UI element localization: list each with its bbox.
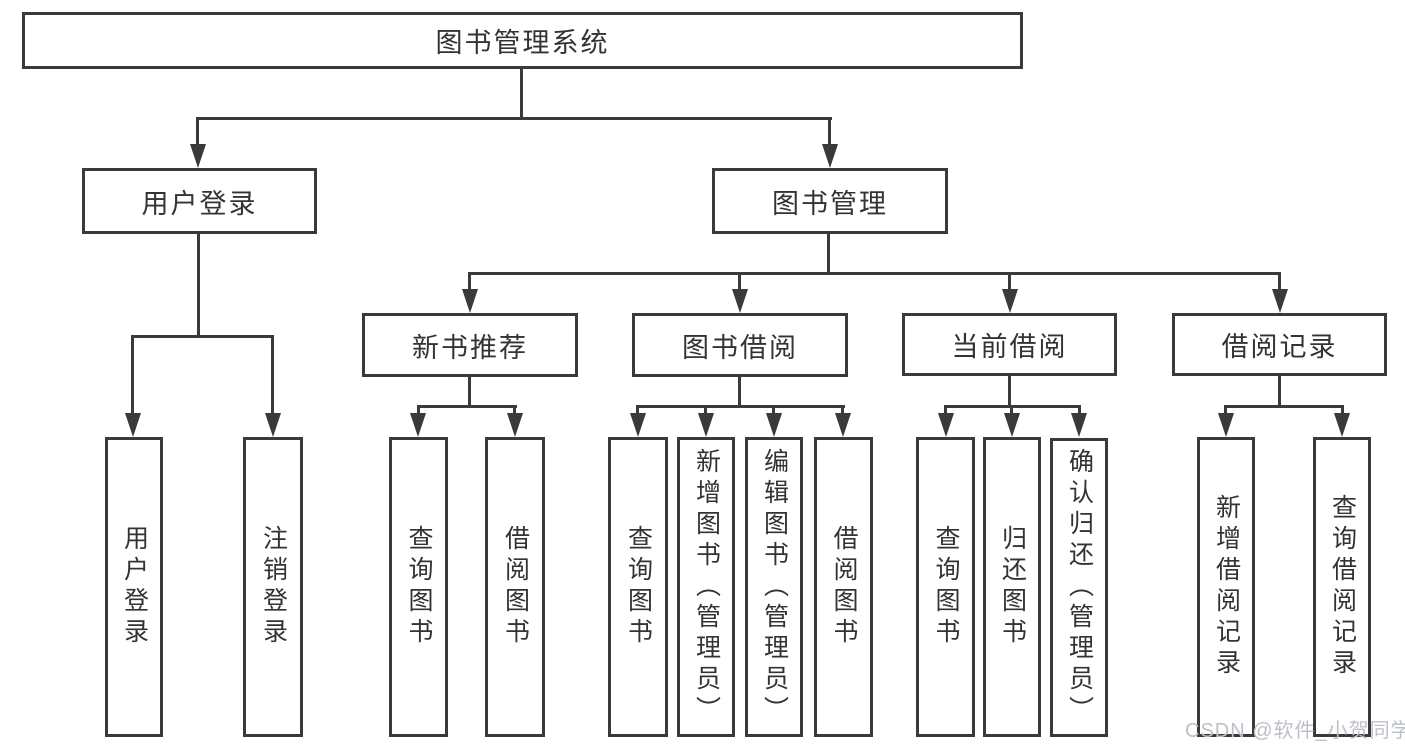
connector-line <box>468 272 1281 275</box>
leaf-confirm-return-admin: 确认归还（管理员） <box>1050 438 1108 737</box>
node-label: 借阅记录 <box>1221 332 1338 362</box>
arrow-down-icon <box>265 413 281 437</box>
arrow-down-icon <box>462 289 478 313</box>
arrow-down-icon <box>766 413 782 437</box>
connector-line <box>468 377 471 408</box>
node-book-management: 图书管理 <box>712 168 948 234</box>
arrow-down-icon <box>1002 289 1018 313</box>
connector-line <box>1010 405 1013 417</box>
leaf-query-book-borrow: 查询图书 <box>608 437 668 737</box>
arrow-down-icon <box>732 289 748 313</box>
node-label: 查询图书 <box>624 525 653 649</box>
node-label: 新增图书（管理员） <box>692 447 721 727</box>
leaf-query-borrow-record: 查询借阅记录 <box>1313 437 1371 737</box>
node-label: 查询借阅记录 <box>1328 494 1357 680</box>
arrow-down-icon <box>698 413 714 437</box>
connector-line <box>704 405 707 417</box>
leaf-query-book-recommend: 查询图书 <box>389 437 448 737</box>
node-label: 确认归还（管理员） <box>1065 448 1094 727</box>
arrow-down-icon <box>822 144 838 168</box>
connector-line <box>197 233 200 338</box>
connector-line <box>417 405 517 408</box>
connector-line <box>131 335 274 338</box>
node-borrow-records: 借阅记录 <box>1172 313 1387 376</box>
arrow-down-icon <box>835 413 851 437</box>
node-label: 图书管理 <box>772 188 888 219</box>
connector-line <box>1278 272 1281 294</box>
leaf-add-borrow-record: 新增借阅记录 <box>1197 437 1255 737</box>
arrow-down-icon <box>1218 413 1234 437</box>
arrow-down-icon <box>125 413 141 437</box>
node-user-login: 用户登录 <box>82 168 317 234</box>
leaf-return-book: 归还图书 <box>983 437 1041 737</box>
connector-line <box>1341 405 1344 417</box>
node-book-borrow: 图书借阅 <box>632 313 848 377</box>
connector-line <box>131 335 134 415</box>
arrow-down-icon <box>630 413 646 437</box>
node-label: 归还图书 <box>998 525 1027 649</box>
connector-line <box>738 272 741 294</box>
connector-line <box>1008 272 1011 294</box>
arrow-down-icon <box>1004 413 1020 437</box>
node-root: 图书管理系统 <box>22 12 1023 69</box>
arrow-down-icon <box>1334 413 1350 437</box>
node-label: 图书管理系统 <box>435 28 610 58</box>
connector-line <box>1224 405 1344 408</box>
node-label: 当前借阅 <box>951 332 1068 362</box>
arrow-down-icon <box>1272 289 1288 313</box>
arrow-down-icon <box>507 413 523 437</box>
arrow-down-icon <box>410 413 426 437</box>
node-current-borrow: 当前借阅 <box>902 313 1117 376</box>
connector-line <box>417 405 420 417</box>
connector-line <box>468 272 471 294</box>
connector-line <box>271 335 274 415</box>
connector-line <box>196 117 832 120</box>
connector-line <box>827 233 830 275</box>
node-label: 借阅图书 <box>501 525 530 649</box>
leaf-edit-book-admin: 编辑图书（管理员） <box>745 437 803 737</box>
arrow-down-icon <box>190 144 206 168</box>
node-label: 编辑图书（管理员） <box>760 447 789 727</box>
csdn-watermark: CSDN @软件_小贺同学 <box>1185 720 1405 742</box>
node-label: 新增借阅记录 <box>1212 494 1241 680</box>
node-label: 新书推荐 <box>412 332 528 363</box>
connector-line <box>1008 376 1011 408</box>
connector-line <box>1224 405 1227 417</box>
connector-line <box>196 117 199 147</box>
arrow-down-icon <box>938 413 954 437</box>
node-label: 用户登录 <box>141 188 258 219</box>
connector-line <box>1078 405 1081 417</box>
connector-line <box>1278 376 1281 408</box>
leaf-borrow-book: 借阅图书 <box>814 437 873 737</box>
node-label: 查询图书 <box>405 525 433 649</box>
connector-line <box>738 377 741 408</box>
connector-line <box>513 405 516 417</box>
leaf-user-login: 用户登录 <box>105 437 163 737</box>
node-label: 图书借阅 <box>682 332 798 363</box>
leaf-add-book-admin: 新增图书（管理员） <box>677 437 735 737</box>
connector-line <box>944 405 947 417</box>
connector-line <box>636 405 845 408</box>
leaf-logout-login: 注销登录 <box>243 437 303 737</box>
node-label: 用户登录 <box>120 525 149 649</box>
leaf-borrow-book-recommend: 借阅图书 <box>485 437 545 737</box>
connector-line <box>828 117 831 147</box>
node-label: 查询图书 <box>932 525 960 649</box>
node-new-book-recommend: 新书推荐 <box>362 313 578 377</box>
connector-line <box>636 405 639 417</box>
arrow-down-icon <box>1071 413 1087 437</box>
connector-line <box>520 68 523 118</box>
leaf-query-book-current: 查询图书 <box>916 437 975 737</box>
node-label: 注销登录 <box>259 525 288 649</box>
node-label: 借阅图书 <box>830 525 858 649</box>
connector-line <box>772 405 775 417</box>
connector-line <box>841 405 844 417</box>
